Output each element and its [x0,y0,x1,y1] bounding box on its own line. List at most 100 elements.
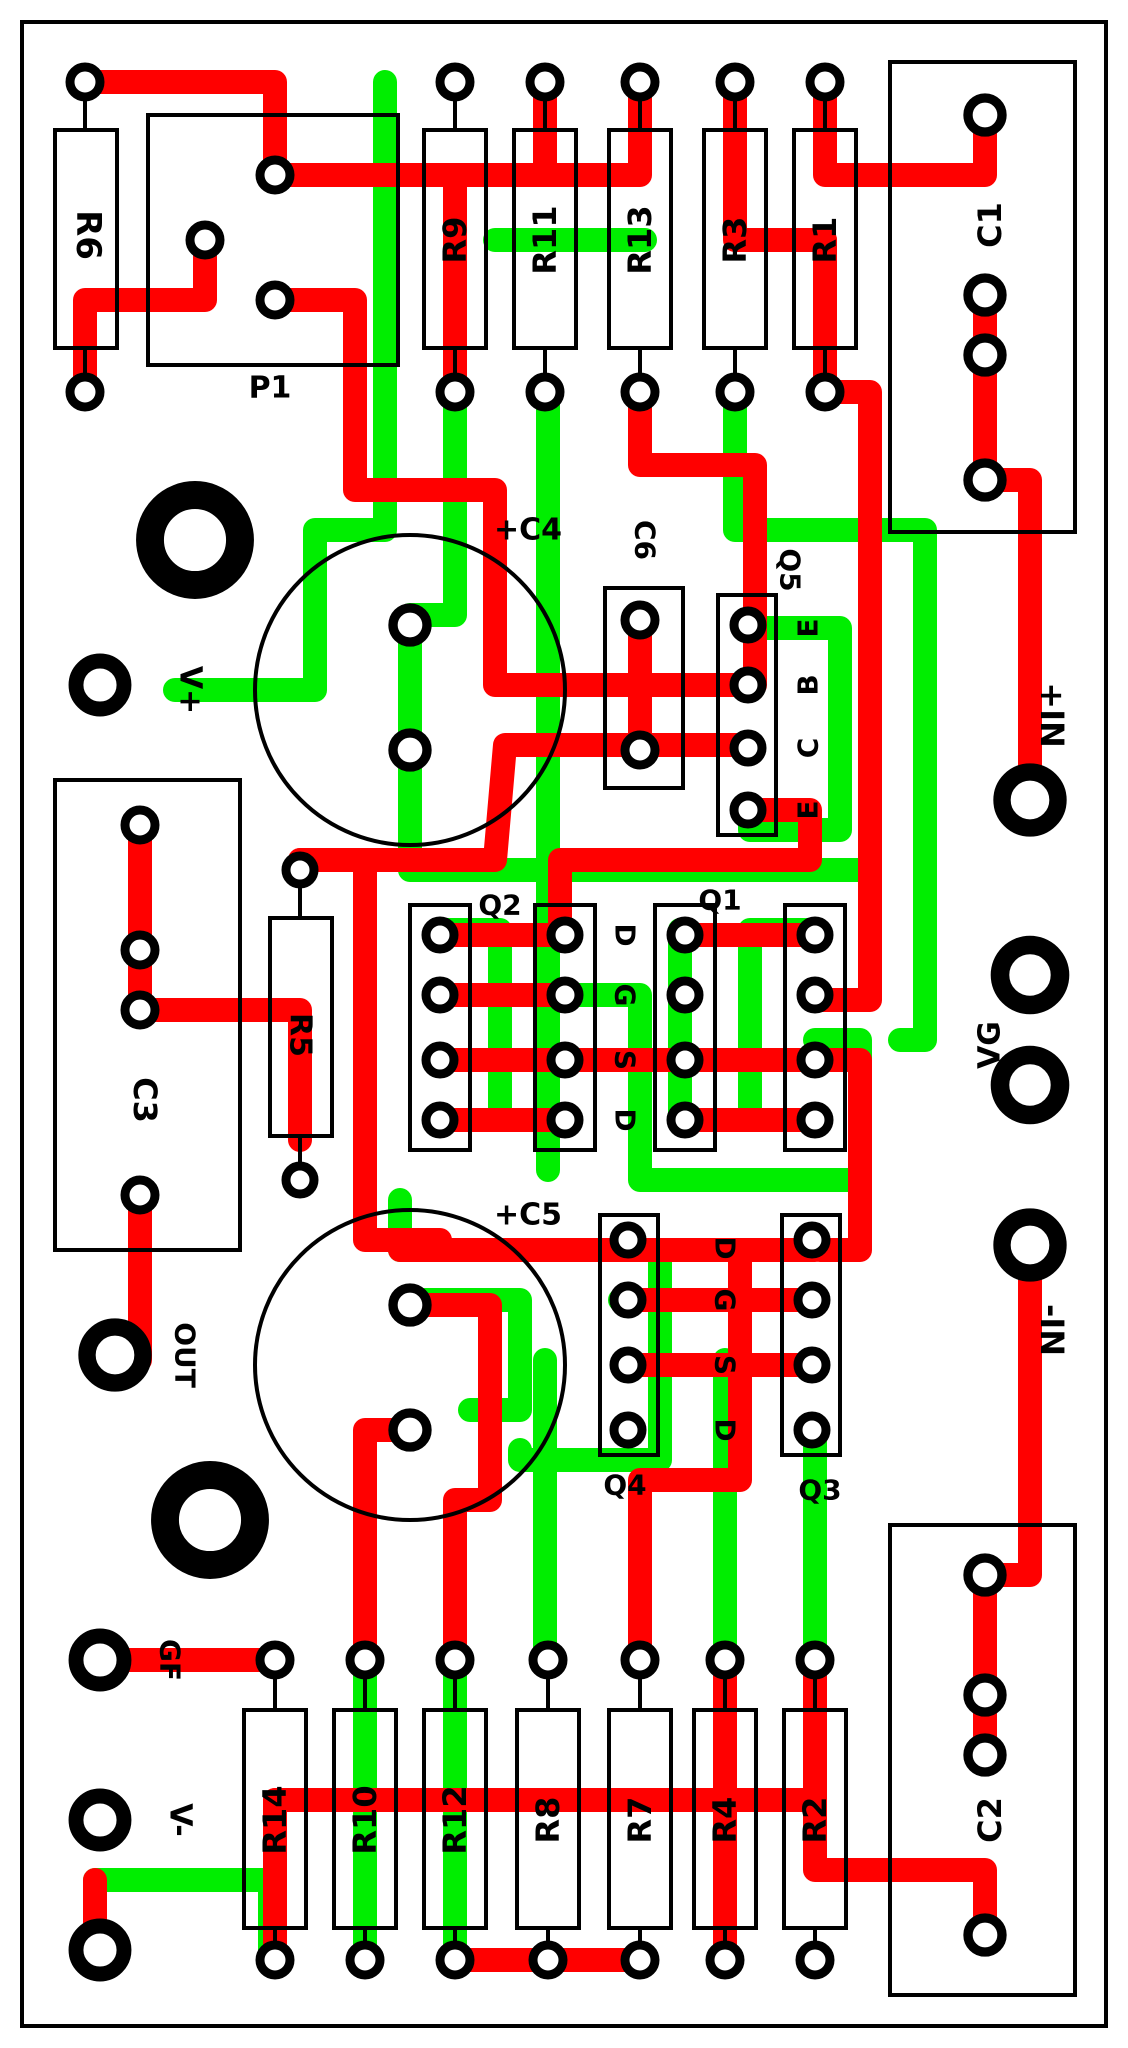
label-q5-e2: E [792,800,825,819]
transistor-q2-outline-right [533,903,597,1152]
label-r9: R9 [436,217,474,264]
pad-r7-2 [620,1940,660,1980]
pad-r6-2 [65,372,105,412]
pad-c2-2 [963,1673,1007,1717]
label-in-minus: -IN [1033,1304,1071,1356]
terminal-in-minus [993,1208,1067,1282]
capacitor-c6-body [603,586,685,790]
red-trace-q5e2 [548,798,822,947]
pad-q1-r1 [796,916,834,954]
red-trace-r1-q1 [803,228,882,1012]
terminal-vg-2 [990,1045,1070,1125]
pad-r2-2 [795,1940,835,1980]
pad-r1-2 [805,372,845,412]
pad-c6-1 [620,600,660,640]
pad-c3-2 [120,930,160,970]
pad-r8-1 [528,1640,568,1680]
transistor-q1-outline-left [653,903,717,1152]
capacitor-c3-body [53,778,242,1252]
pad-q5-4 [729,791,767,829]
pad-p1-2 [185,220,225,260]
pad-q3-1 [793,1221,831,1259]
label-q34-s: S [709,1355,742,1375]
label-dgsd-d2: D [609,1108,642,1131]
green-trace-vplus [163,70,397,702]
pad-r3-1 [715,62,755,102]
pad-r8-2 [528,1940,568,1980]
transistor-q1-outline-right [783,903,847,1152]
pad-q2-r1 [546,916,584,954]
pad-c4-1 [388,603,432,647]
pad-q1-r3 [796,1041,834,1079]
label-dgsd-d1: D [609,923,642,946]
pad-r10-2 [345,1940,385,1980]
label-vg: VG [973,1021,1008,1069]
pad-c3-4 [120,1175,160,1215]
label-dgsd-s: S [609,1050,642,1070]
label-r1: R1 [806,217,844,264]
capacitor-c2-body [888,1523,1077,1997]
pad-r4-1 [705,1640,745,1680]
terminal-gf [68,1628,132,1692]
label-r3: R3 [716,217,754,264]
pad-q2-r2 [546,976,584,1014]
transistor-q3-body [780,1213,842,1457]
label-q3: Q3 [798,1474,841,1507]
pad-q4-1 [609,1221,647,1259]
label-q1: Q1 [698,884,741,917]
label-c5: +C5 [494,1198,562,1233]
pad-r4-2 [705,1940,745,1980]
pad-c3-3 [120,990,160,1030]
label-r6: R6 [68,210,108,260]
top-layer-traces [73,70,1042,1972]
label-c1: C1 [971,202,1009,248]
pad-r10-1 [345,1640,385,1680]
label-v-minus: V- [163,1803,198,1837]
label-c2: C2 [971,1797,1009,1843]
pad-r14-1 [255,1640,295,1680]
pad-c1-1 [963,93,1007,137]
pad-q5-2 [729,666,767,704]
pad-p1-3 [255,280,295,320]
label-c6: C6 [629,520,662,560]
pad-r11-2 [525,372,565,412]
pad-c2-4 [963,1913,1007,1957]
pad-r12-1 [435,1640,475,1680]
pad-r3-2 [715,372,755,412]
label-c4: +C4 [494,513,562,548]
pad-r12-2 [435,1940,475,1980]
pad-c6-2 [620,730,660,770]
label-r7: R7 [621,1797,659,1844]
terminal-in-plus [993,763,1067,837]
red-trace-r2-c2 [803,1648,997,1947]
pad-q2-r4 [546,1101,584,1139]
pad-q1-r2 [796,976,834,1014]
label-out: OUT [169,1322,202,1388]
capacitor-c4-outline [253,533,567,847]
label-q5-b: B [792,674,825,695]
pad-q4-3 [609,1346,647,1384]
pad-q1-l1 [666,916,704,954]
label-r5: R5 [283,1013,318,1057]
label-r14: R14 [256,1785,294,1854]
pad-c5-1 [388,1283,432,1327]
mounting-hole-bottom [151,1461,269,1579]
pad-r5-1 [281,851,319,889]
label-p1: P1 [249,371,292,406]
label-q5-e1: E [792,618,825,637]
label-v-plus: V+ [173,666,208,714]
pot-p1-body [146,113,400,367]
label-r13: R13 [621,205,659,274]
pad-q1-l2 [666,976,704,1014]
transistor-q5-body [716,593,778,837]
label-q34-g: G [709,1289,742,1312]
pad-c1-2 [963,273,1007,317]
label-in-plus: +IN [1033,682,1071,748]
label-c3: C3 [126,1077,164,1123]
label-r2: R2 [796,1797,834,1844]
capacitor-c5-outline [253,1208,567,1522]
pad-q2-l1 [421,916,459,954]
green-trace-r9-c4 [398,380,467,762]
pad-c2-1 [963,1553,1007,1597]
